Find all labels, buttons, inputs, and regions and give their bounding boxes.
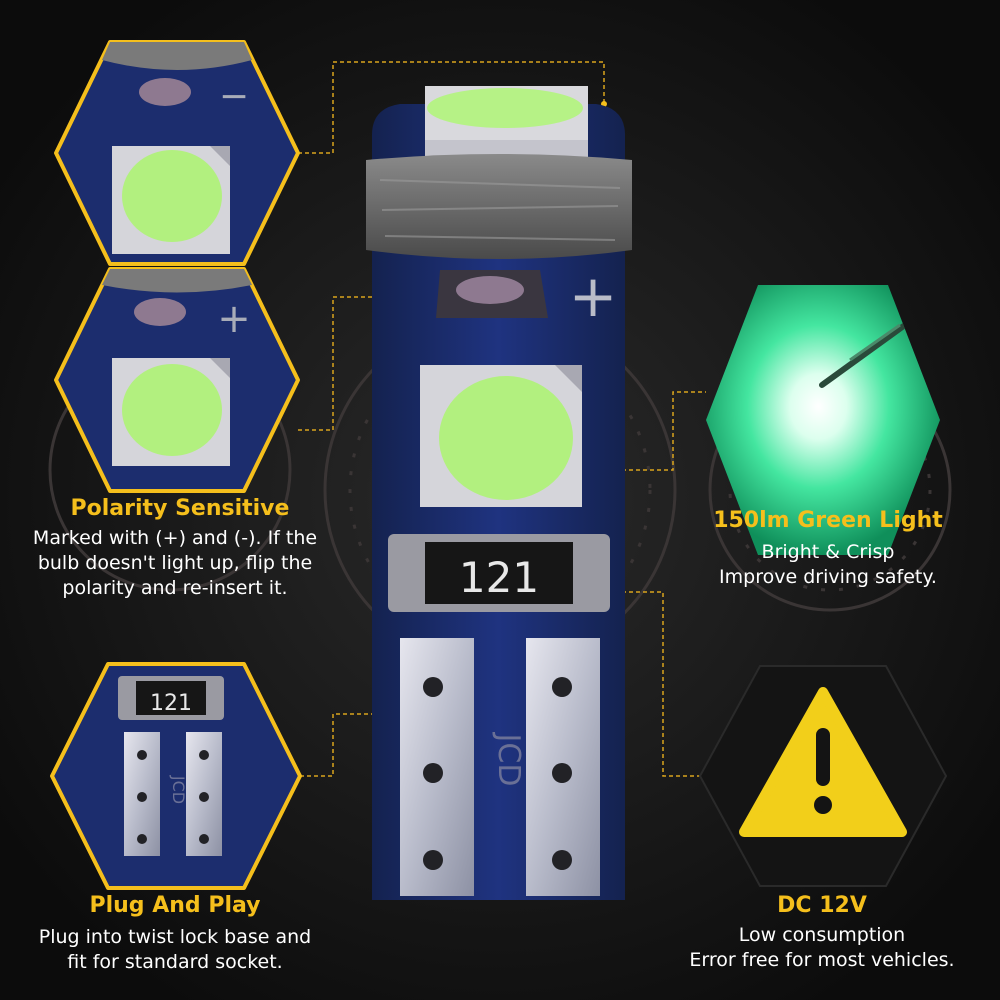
green-light-feature: 150lm Green Light <box>693 508 963 533</box>
polarity-minus-hexagon: − <box>54 40 300 266</box>
mini-brand-mark: JCD <box>169 775 188 804</box>
plug-feature: Plug And Play <box>60 893 290 918</box>
polarity-plus-mark-small: + <box>217 296 251 342</box>
probe-wire <box>819 322 908 388</box>
polarity-plus-mark: + <box>569 262 618 330</box>
plug-and-play-hexagon: 121 JCD <box>50 662 302 890</box>
plus-led-emitter <box>122 364 222 456</box>
green-light-description: Bright & Crisp Improve driving safety. <box>719 541 937 588</box>
polarity-title: Polarity Sensitive <box>70 496 290 521</box>
top-led-emitter <box>427 88 583 128</box>
mini-resistor-code: 121 <box>150 691 192 716</box>
led-bulb: + 121 JCD <box>366 86 632 900</box>
voltage-feature: DC 12V <box>722 893 922 918</box>
front-led-emitter <box>439 376 573 500</box>
voltage-description: Low consumption Error free for most vehi… <box>689 924 955 971</box>
polarity-minus-mark: − <box>219 76 249 117</box>
polarity-feature: Polarity Sensitive <box>60 496 300 521</box>
plug-title: Plug And Play <box>89 893 261 918</box>
pad-holes <box>423 677 572 870</box>
adhesive-band <box>366 154 632 259</box>
green-light-hexagon <box>706 285 940 555</box>
voltage-hexagon <box>698 665 948 887</box>
polarity-plus-hexagon: + <box>54 267 300 493</box>
plug-description: Plug into twist lock base and fit for st… <box>38 926 312 973</box>
minus-led-emitter <box>122 150 222 242</box>
resistor-code: 121 <box>459 553 539 602</box>
green-light-title: 150lm Green Light <box>713 508 943 533</box>
brand-mark: JCD <box>491 732 526 787</box>
voltage-title: DC 12V <box>777 893 867 918</box>
polarity-description: Marked with (+) and (-). If the bulb doe… <box>32 527 318 599</box>
